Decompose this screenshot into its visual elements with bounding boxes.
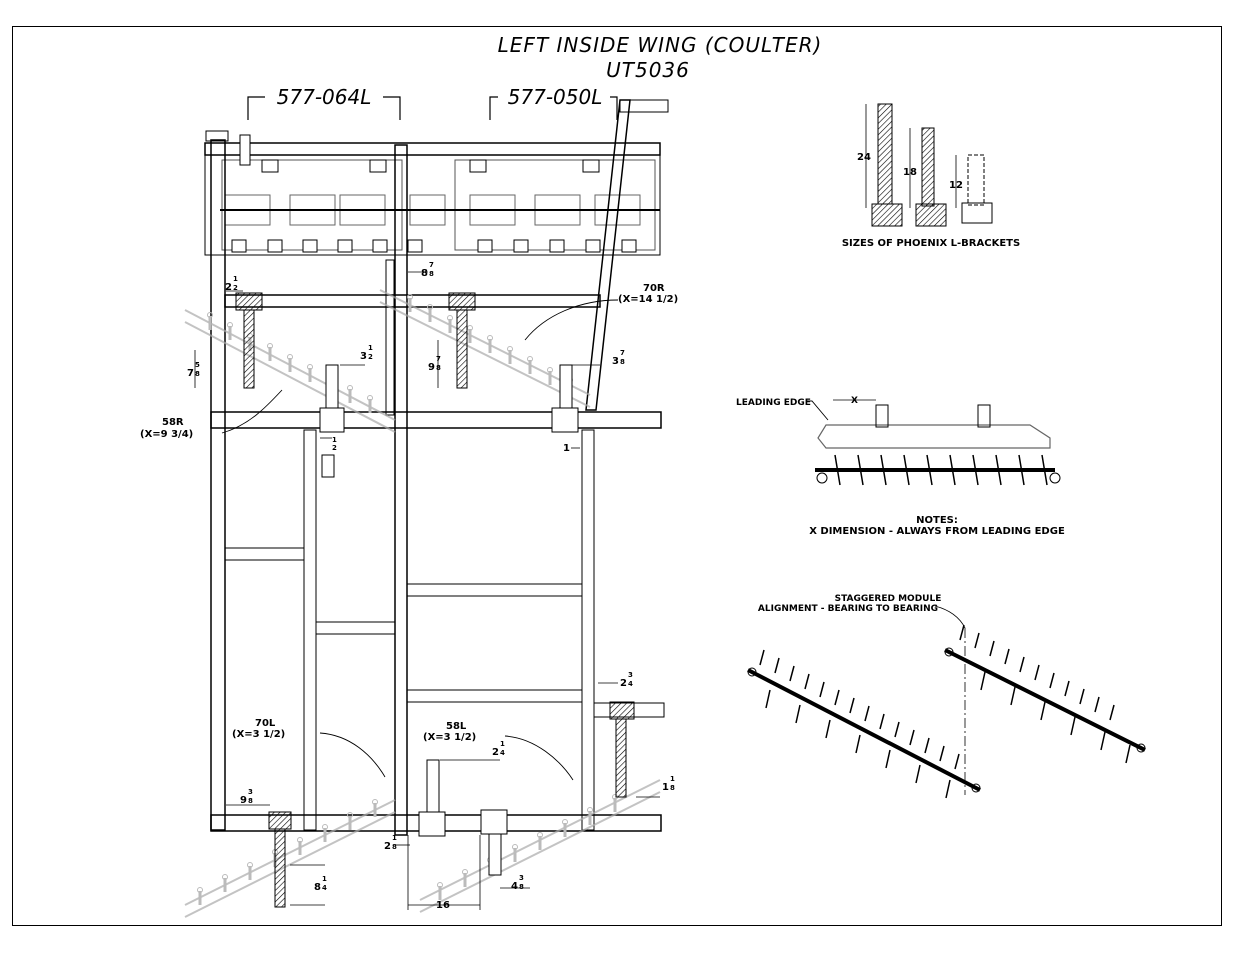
svg-text:1: 1 <box>670 775 675 783</box>
frame-l-brackets <box>235 292 635 908</box>
svg-text:2: 2 <box>492 747 499 758</box>
svg-text:2: 2 <box>384 841 391 852</box>
dim-2-1-8: 2 1 8 <box>384 834 397 852</box>
svg-text:7: 7 <box>436 355 441 363</box>
svg-text:9: 9 <box>428 362 435 373</box>
svg-text:1: 1 <box>368 344 373 352</box>
svg-text:8: 8 <box>429 270 434 278</box>
dim-1: 1 <box>563 443 570 454</box>
bracket-size-18: 18 <box>903 167 917 178</box>
callout-70L: 70L (X=3 1/2) <box>232 718 386 778</box>
svg-text:1: 1 <box>500 740 505 748</box>
dim-9-7-8: 9 7 8 <box>428 355 441 373</box>
staggered-line-2: ALIGNMENT - BEARING TO BEARING <box>758 604 938 614</box>
dim-3-1-2: 3 1 2 <box>360 344 373 362</box>
svg-text:5: 5 <box>195 361 200 369</box>
part-number-577-064L: 577-064L <box>277 85 372 109</box>
title-line-1: LEFT INSIDE WING (COULTER) <box>498 33 823 57</box>
leading-edge-diagram: LEADING EDGE X NOTES: X DIMENSION - ALWA… <box>736 396 1065 537</box>
bracket-caption: SIZES OF PHOENIX L-BRACKETS <box>842 238 1020 249</box>
bracket-size-12: 12 <box>949 180 963 191</box>
svg-text:1: 1 <box>233 275 238 283</box>
svg-text:8: 8 <box>519 883 524 891</box>
svg-text:4: 4 <box>628 680 633 688</box>
bracket-size-24: 24 <box>857 152 871 163</box>
dim-8-1-4: 8 1 4 <box>314 875 327 893</box>
svg-text:70R: 70R <box>643 283 665 294</box>
svg-text:3: 3 <box>248 788 253 796</box>
svg-text:4: 4 <box>511 881 518 892</box>
svg-text:8: 8 <box>392 843 397 851</box>
notes-title: NOTES: <box>916 515 958 526</box>
dim-2-1-4: 2 1 4 <box>492 740 505 758</box>
dim-16: 16 <box>436 900 450 911</box>
svg-text:58L: 58L <box>446 721 467 732</box>
part-number-577-050L: 577-050L <box>508 85 603 109</box>
leading-edge-label: LEADING EDGE <box>736 398 811 408</box>
staggered-line-1: STAGGERED MODULE <box>835 594 942 604</box>
notes-text: X DIMENSION - ALWAYS FROM LEADING EDGE <box>809 526 1065 537</box>
top-coulter-modules <box>204 99 669 256</box>
svg-text:8: 8 <box>195 370 200 378</box>
svg-text:58R: 58R <box>162 417 184 428</box>
svg-text:7: 7 <box>429 261 434 269</box>
dimension-lines <box>194 271 660 910</box>
svg-text:1: 1 <box>662 782 669 793</box>
svg-text:8: 8 <box>436 364 441 372</box>
svg-text:3: 3 <box>360 351 367 362</box>
svg-text:8: 8 <box>248 797 253 805</box>
dim-1-1-8: 1 1 8 <box>662 775 675 793</box>
dim-3-7-8: 3 7 8 <box>612 349 625 367</box>
svg-text:(X=3 1/2): (X=3 1/2) <box>232 729 285 740</box>
drawing-border <box>12 26 1222 926</box>
svg-text:2: 2 <box>233 284 238 292</box>
dim-2-1-2: 2 1 2 <box>225 275 238 293</box>
svg-text:3: 3 <box>628 671 633 679</box>
svg-text:2: 2 <box>225 282 232 293</box>
part-callout-left: 577-064L <box>247 85 401 120</box>
dim-4-3-8: 4 3 8 <box>511 874 524 892</box>
svg-text:7: 7 <box>620 349 625 357</box>
dim-9-3-8: 9 3 8 <box>240 788 253 806</box>
svg-text:3: 3 <box>519 874 524 882</box>
svg-text:2: 2 <box>620 678 627 689</box>
callout-58R: 58R (X=9 3/4) <box>140 389 283 440</box>
svg-text:1: 1 <box>332 436 337 444</box>
svg-text:2: 2 <box>368 353 373 361</box>
svg-text:3: 3 <box>612 356 619 367</box>
x-dimension-label: X <box>851 396 858 406</box>
svg-text:9: 9 <box>240 795 247 806</box>
svg-text:(X=3 1/2): (X=3 1/2) <box>423 732 476 743</box>
svg-text:(X=14 1/2): (X=14 1/2) <box>618 294 678 305</box>
callout-70R: 70R (X=14 1/2) <box>524 283 678 341</box>
svg-text:8: 8 <box>314 882 321 893</box>
svg-text:4: 4 <box>500 749 505 757</box>
svg-text:8: 8 <box>421 268 428 279</box>
svg-text:8: 8 <box>670 784 675 792</box>
callout-58L: 58L (X=3 1/2) <box>423 721 574 781</box>
dim-2-3-4: 2 3 4 <box>620 671 633 689</box>
part-callout-right: 577-050L <box>489 85 618 120</box>
svg-text:2: 2 <box>332 444 337 452</box>
dim-7-5-8: 7 5 8 <box>187 361 200 379</box>
svg-text:4: 4 <box>322 884 327 892</box>
svg-text:1: 1 <box>392 834 397 842</box>
svg-text:70L: 70L <box>255 718 276 729</box>
dim-8-7-8: 8 7 8 <box>421 261 434 279</box>
svg-text:1: 1 <box>322 875 327 883</box>
title-line-2: UT5036 <box>606 58 690 82</box>
svg-text:8: 8 <box>620 358 625 366</box>
phoenix-l-bracket-sizes: 24 18 12 SIZES OF PHOENIX L-BRACKETS <box>842 103 1020 249</box>
dim-one-half: 1 2 <box>332 436 337 452</box>
svg-text:7: 7 <box>187 368 194 379</box>
staggered-module-diagram: STAGGERED MODULE ALIGNMENT - BEARING TO … <box>747 594 1146 799</box>
svg-text:(X=9 3/4): (X=9 3/4) <box>140 429 193 440</box>
